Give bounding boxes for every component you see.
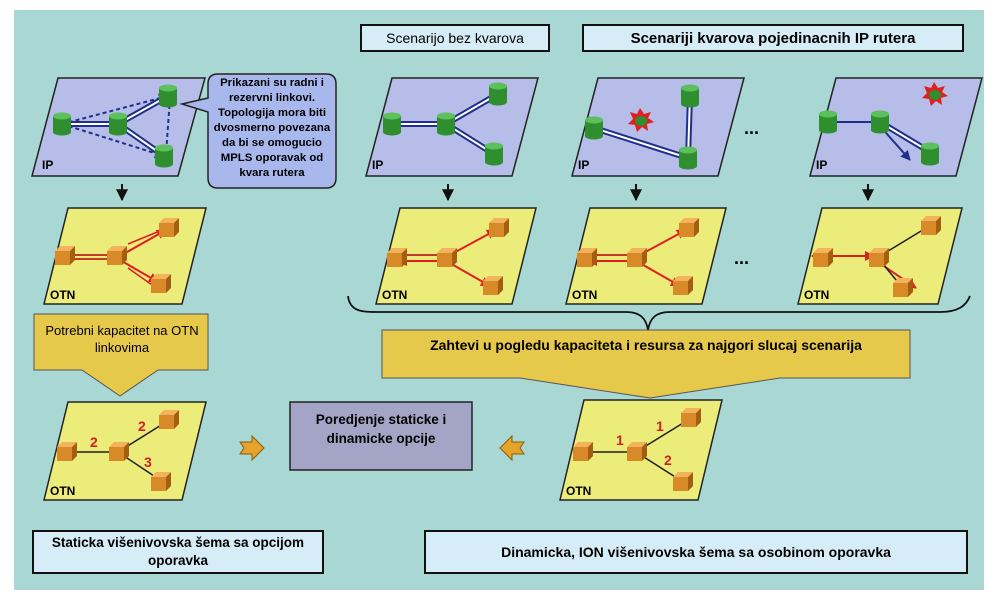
otn-plane-no-fault xyxy=(375,207,537,305)
ip-plane-left xyxy=(31,77,206,177)
needed-capacity-arrow xyxy=(33,313,209,397)
dynamic-scheme-label: Dinamicka, ION višenivovska šema sa osob… xyxy=(424,530,968,574)
otn-plane-fault-n xyxy=(797,207,963,305)
layer-label-otn: OTN xyxy=(50,484,76,498)
ellipsis: ... xyxy=(734,248,750,268)
compare-text: Poredjenje staticke i dinamicke opcije xyxy=(315,412,447,446)
link-number: 2 xyxy=(138,418,146,434)
link-number: 3 xyxy=(144,454,152,470)
ip-plane-fault-1 xyxy=(571,77,745,177)
ip-plane-fault-n xyxy=(809,77,983,177)
compare-box xyxy=(289,401,473,471)
layer-label-otn: OTN xyxy=(566,484,592,498)
link-number: 1 xyxy=(656,418,664,434)
scenario-faults-label: Scenariji kvarova pojedinacnih IP rutera xyxy=(582,24,964,52)
otn-plane-dynamic xyxy=(559,399,723,501)
layer-label-otn: OTN xyxy=(804,288,830,302)
left-arrow-to-compare xyxy=(499,434,525,462)
otn-plane-static xyxy=(43,401,207,501)
needed-capacity-text: Potrebni kapacitet na OTN linkovima xyxy=(45,323,199,355)
otn-plane-fault-1 xyxy=(565,207,727,305)
otn-plane-left xyxy=(43,207,207,305)
callout-text: Prikazani su radni i rezervni linkovi. T… xyxy=(213,77,331,179)
callout-bubble xyxy=(179,73,337,189)
layer-label-otn: OTN xyxy=(50,288,76,302)
link-number: 2 xyxy=(90,434,98,450)
layer-label-otn: OTN xyxy=(382,288,408,302)
layer-label-ip: IP xyxy=(372,158,384,172)
ip-plane-no-fault xyxy=(365,77,539,177)
fault-star-icon xyxy=(628,108,654,132)
link-number: 2 xyxy=(664,452,672,468)
worst-case-arrow xyxy=(381,329,911,399)
right-arrow-to-compare xyxy=(239,434,265,462)
scenario-no-fault-label: Scenarijo bez kvarova xyxy=(360,24,550,52)
link-number: 1 xyxy=(616,432,624,448)
static-scheme-label: Staticka višenivovska šema sa opcijom op… xyxy=(32,530,324,574)
layer-label-ip: IP xyxy=(578,158,590,172)
worst-case-text: Zahtevi u pogledu kapaciteta i resursa z… xyxy=(430,337,862,353)
layer-label-ip: IP xyxy=(42,158,54,172)
layer-label-otn: OTN xyxy=(572,288,598,302)
fault-star-icon xyxy=(922,82,948,106)
ellipsis: ... xyxy=(744,118,760,138)
layer-label-ip: IP xyxy=(816,158,828,172)
